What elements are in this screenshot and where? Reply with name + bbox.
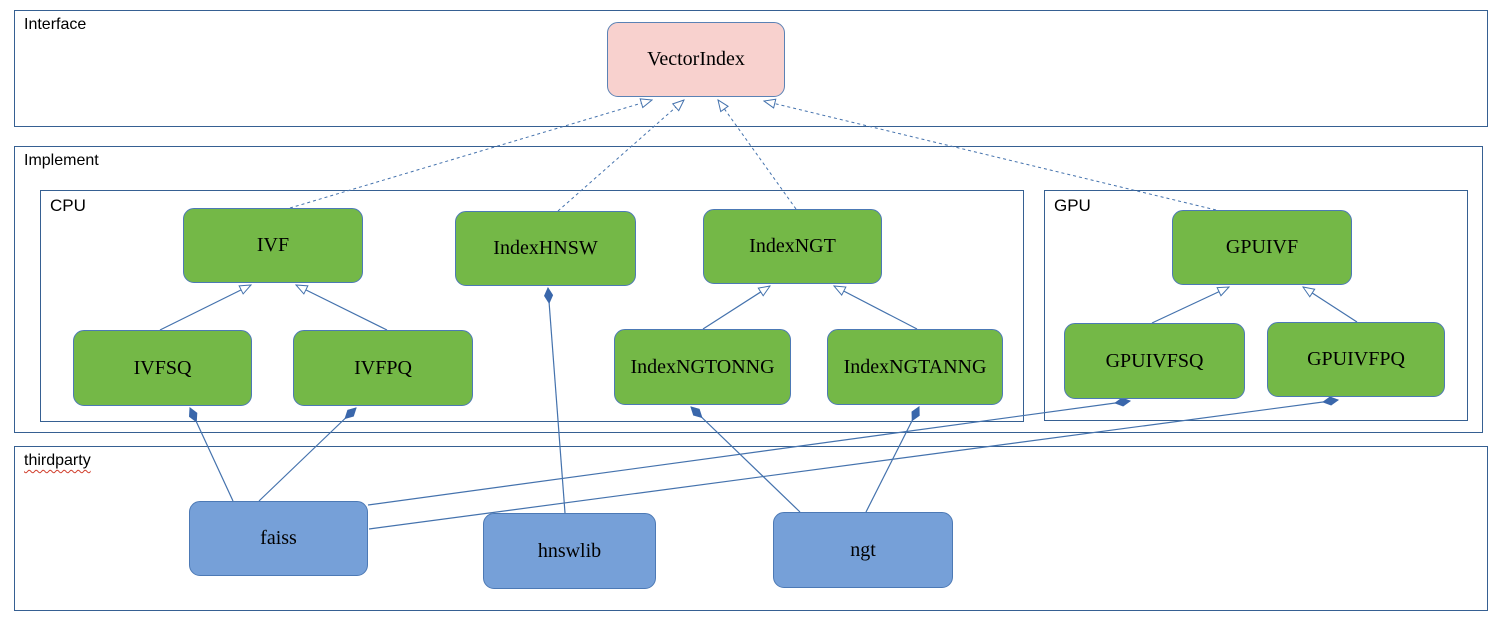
node-label: IndexNGTONNG: [630, 355, 775, 378]
node-hnswlib[interactable]: hnswlib: [483, 513, 656, 589]
node-label: IndexNGT: [749, 235, 836, 257]
node-label: IndexNGTANNG: [843, 355, 987, 378]
node-indexngtonng[interactable]: IndexNGTONNG: [614, 329, 791, 405]
container-cpu-label: CPU: [50, 196, 86, 215]
node-ivf[interactable]: IVF: [183, 208, 363, 283]
node-faiss[interactable]: faiss: [189, 501, 368, 576]
node-ivfpq[interactable]: IVFPQ: [293, 330, 473, 406]
node-gpuivf[interactable]: GPUIVF: [1172, 210, 1352, 285]
container-gpu-label: GPU: [1054, 196, 1091, 215]
node-ivfsq[interactable]: IVFSQ: [73, 330, 252, 406]
node-vectorindex[interactable]: VectorIndex: [607, 22, 785, 97]
container-thirdparty-label: thirdparty: [24, 452, 91, 469]
node-label: GPUIVF: [1225, 236, 1299, 258]
node-label: IVFSQ: [133, 356, 192, 379]
node-label: IVF: [256, 234, 290, 256]
node-label: GPUIVFSQ: [1105, 349, 1204, 372]
node-indexhnsw[interactable]: IndexHNSW: [455, 211, 636, 286]
node-gpuivfsq[interactable]: GPUIVFSQ: [1064, 323, 1245, 399]
node-label: IVFPQ: [354, 356, 412, 379]
node-label: hnswlib: [537, 539, 602, 562]
node-label: ngt: [850, 538, 876, 561]
node-label: faiss: [260, 527, 297, 549]
container-implement-label: Implement: [24, 152, 99, 169]
node-indexngtanng[interactable]: IndexNGTANNG: [827, 329, 1003, 405]
node-gpuivfpq[interactable]: GPUIVFPQ: [1267, 322, 1445, 397]
container-interface-label: Interface: [24, 16, 87, 33]
node-ngt[interactable]: ngt: [773, 512, 953, 588]
node-label: IndexHNSW: [493, 237, 598, 259]
node-label: VectorIndex: [647, 48, 745, 70]
node-label: GPUIVFPQ: [1307, 348, 1405, 370]
node-indexngt[interactable]: IndexNGT: [703, 209, 882, 284]
